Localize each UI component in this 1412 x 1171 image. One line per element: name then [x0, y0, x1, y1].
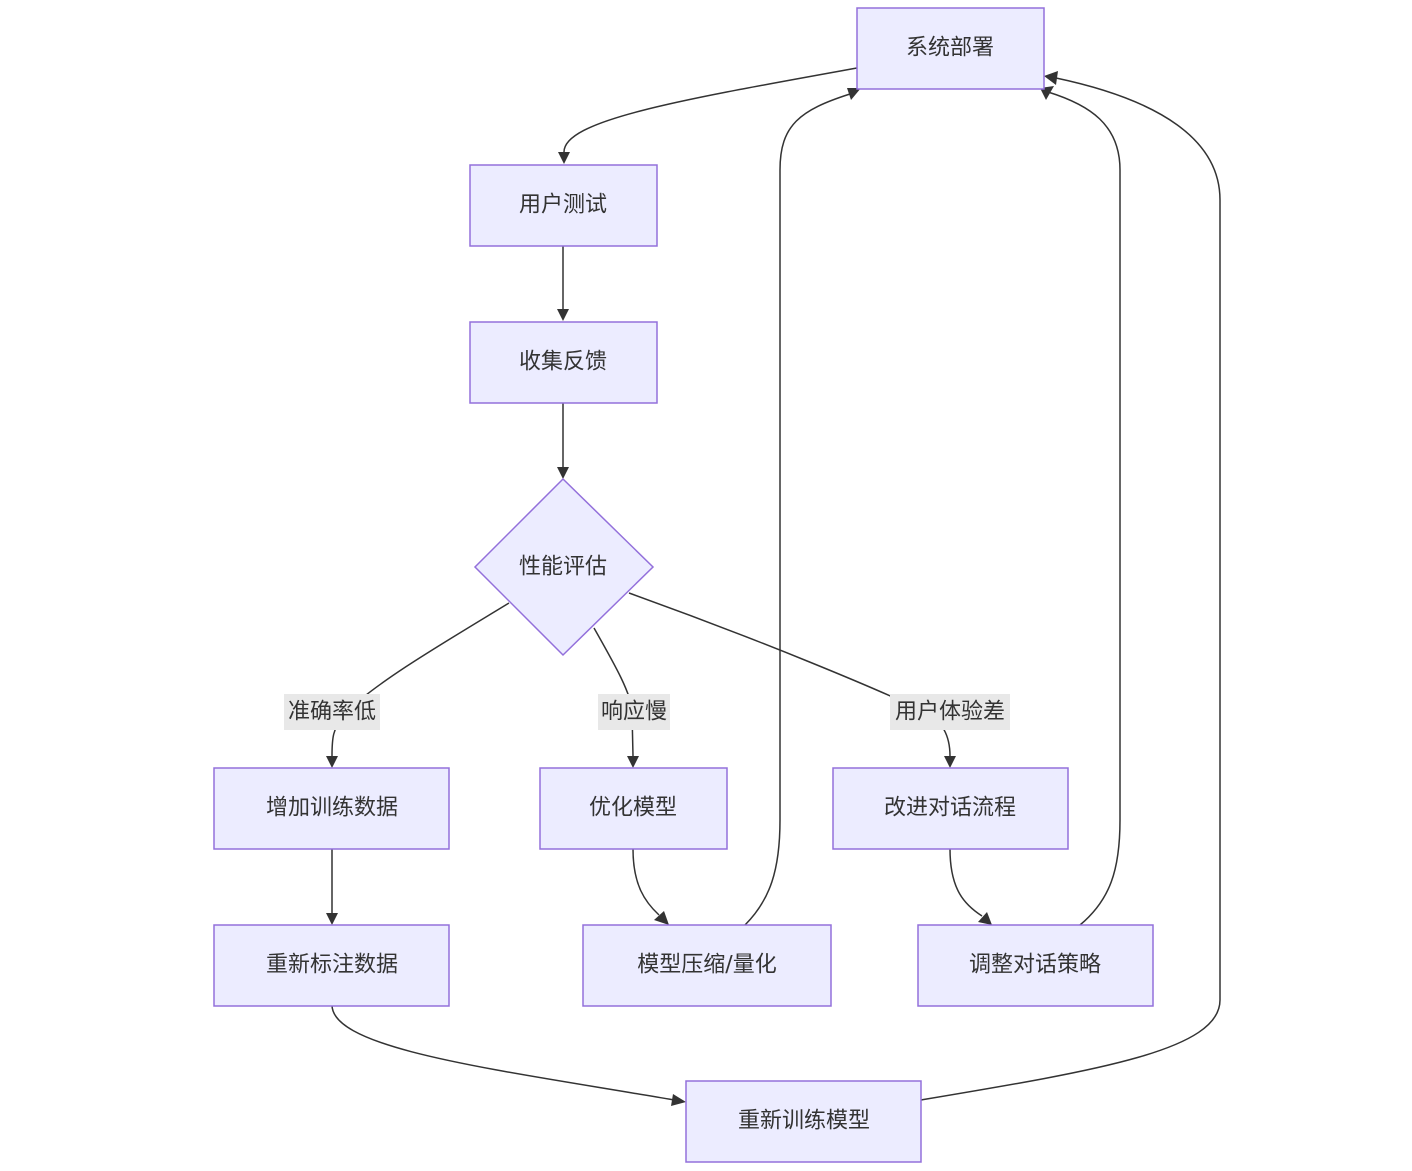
edge-label-low-accuracy-text: 准确率低	[288, 700, 376, 725]
edge-optimize-to-compress	[632, 848, 660, 916]
arrowhead-add-training-data	[326, 756, 338, 768]
edge-eval-to-add-training-data	[331, 602, 510, 757]
arrowhead-adjust	[978, 912, 992, 925]
node-add-training-data-label: 增加训练数据	[266, 796, 398, 821]
node-add-training-data[interactable]: 增加训练数据	[213, 767, 450, 850]
edge-compress-to-deploy	[744, 93, 851, 926]
node-retrain-model[interactable]: 重新训练模型	[685, 1080, 922, 1163]
node-optimize-model-label: 优化模型	[589, 796, 677, 821]
edge-relabel-to-retrain	[331, 1004, 675, 1101]
node-improve-dialog-label: 改进对话流程	[884, 796, 1016, 821]
nodes: 系统部署 用户测试 收集反馈 性能评估 增加训练数据 优化模型 改进对话流程	[213, 7, 1154, 1163]
arrowhead-eval	[557, 467, 569, 479]
edge-retrain-to-deploy	[920, 77, 1221, 1101]
edge-adjust-to-deploy	[1047, 91, 1121, 926]
edge-label-slow-response-text: 响应慢	[601, 700, 667, 725]
node-improve-dialog[interactable]: 改进对话流程	[832, 767, 1069, 850]
arrowhead-improve-dialog	[944, 756, 956, 768]
arrowhead-retrain	[671, 1094, 686, 1106]
node-optimize-model[interactable]: 优化模型	[539, 767, 728, 850]
edge-label-poor-ux: 用户体验差	[890, 694, 1010, 730]
node-performance-eval-label: 性能评估	[519, 555, 607, 580]
arrowhead-compress	[654, 911, 669, 925]
node-deploy-label: 系统部署	[906, 36, 994, 61]
edge-deploy-to-user-test	[563, 67, 858, 153]
node-performance-eval[interactable]: 性能评估	[473, 477, 655, 657]
edge-improve-to-adjust	[949, 848, 983, 917]
node-collect-feedback[interactable]: 收集反馈	[469, 321, 658, 404]
edge-eval-to-optimize-model	[593, 627, 634, 757]
arrowhead-relabel	[326, 913, 338, 925]
edges	[326, 67, 1221, 1106]
node-relabel-data[interactable]: 重新标注数据	[213, 924, 450, 1007]
node-deploy[interactable]: 系统部署	[856, 7, 1045, 90]
arrowhead-user-test	[558, 152, 570, 164]
edge-eval-to-improve-dialog	[628, 592, 951, 757]
node-user-test[interactable]: 用户测试	[469, 164, 658, 247]
arrowhead-deploy-3	[1044, 71, 1058, 85]
edge-label-slow-response: 响应慢	[598, 694, 670, 730]
node-model-compress-label: 模型压缩/量化	[637, 953, 776, 978]
node-collect-feedback-label: 收集反馈	[519, 350, 607, 375]
edge-label-low-accuracy: 准确率低	[284, 694, 380, 730]
node-model-compress[interactable]: 模型压缩/量化	[582, 924, 832, 1007]
node-adjust-strategy[interactable]: 调整对话策略	[917, 924, 1154, 1007]
node-adjust-strategy-label: 调整对话策略	[969, 953, 1101, 978]
edge-labels: 准确率低 响应慢 用户体验差	[284, 694, 1010, 730]
arrowhead-collect-feedback	[557, 309, 569, 321]
arrowhead-deploy-1	[847, 88, 861, 100]
edge-label-poor-ux-text: 用户体验差	[895, 700, 1005, 725]
arrowhead-optimize-model	[627, 756, 639, 768]
node-retrain-model-label: 重新训练模型	[738, 1109, 870, 1134]
node-user-test-label: 用户测试	[519, 193, 607, 218]
node-relabel-data-label: 重新标注数据	[266, 953, 398, 978]
